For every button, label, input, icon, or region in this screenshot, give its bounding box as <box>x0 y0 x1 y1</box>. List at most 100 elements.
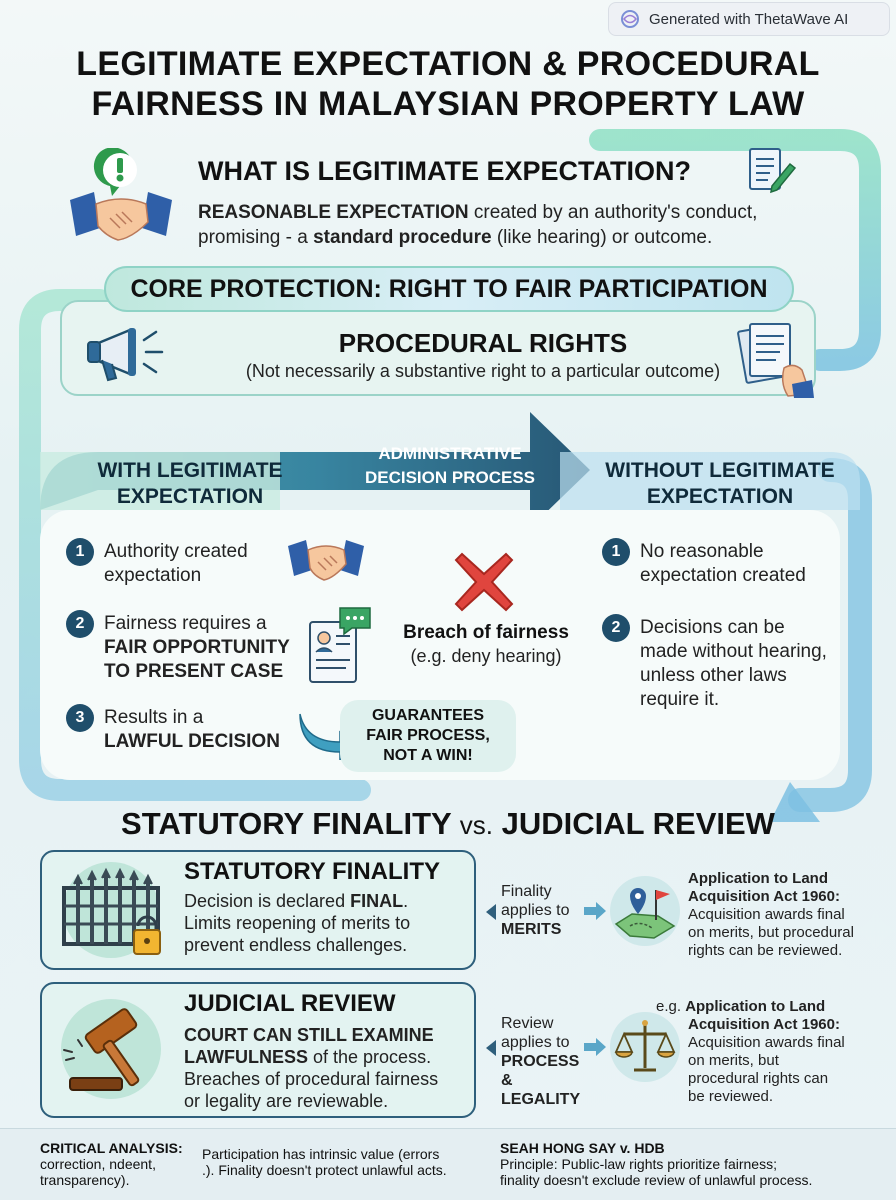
review-application: e.g. Application to Land Acquisition Act… <box>656 998 892 1106</box>
locked-gate-icon <box>62 862 161 958</box>
breach-title: Breach of fairness <box>403 622 569 643</box>
with-head-1: WITH LEGITIMATE <box>97 459 283 482</box>
procedural-rights-box <box>60 300 816 396</box>
handshake-icon <box>288 540 364 581</box>
right-arrow-icon <box>584 1038 606 1056</box>
guarantee-line-2: FAIR PROCESS, <box>366 727 490 744</box>
case-principle-1: Principle: Public-law rights prioritize … <box>500 1156 777 1172</box>
comparison-right: JUDICIAL REVIEW <box>501 806 775 841</box>
section-heading-what-is: WHAT IS LEGITIMATE EXPECTATION? <box>198 156 691 186</box>
step-number: 2 <box>66 610 94 638</box>
footer-bar <box>0 1128 896 1200</box>
case-principle-2: finality doesn't exclude review of unlaw… <box>500 1172 813 1188</box>
guarantee-line-3: NOT A WIN! <box>383 747 473 764</box>
with-item-2-line-3: TO PRESENT CASE <box>104 661 284 682</box>
review-app-3: procedural rights can <box>688 1070 829 1087</box>
review-app-2: on merits, but <box>688 1052 779 1069</box>
comparison-left: STATUTORY FINALITY <box>121 806 452 841</box>
finality-text: Decision is declared FINAL. Limits reope… <box>184 890 474 956</box>
core-protection-pill: CORE PROTECTION: RIGHT TO FAIR PARTICIPA… <box>104 266 794 312</box>
guarantee-line-1: GUARANTEES <box>371 707 484 724</box>
megaphone-icon <box>87 328 164 382</box>
finality-title: STATUTORY FINALITY <box>184 858 440 885</box>
finality-text-3: prevent endless challenges. <box>184 935 408 955</box>
without-item-1-line-1: No reasonable <box>640 541 764 562</box>
map-flag-icon <box>610 876 680 946</box>
critical-analysis-mid-1: Participation has intrinsic value (error… <box>202 1146 440 1162</box>
finality-text-end: . <box>403 891 409 911</box>
finality-mid-2: applies to <box>501 902 570 919</box>
review-text-4: or legality are reviewable. <box>184 1091 389 1111</box>
step-number: 1 <box>602 538 630 566</box>
scales-icon <box>610 1012 680 1082</box>
review-text-1: COURT CAN STILL EXAMINE <box>184 1025 434 1045</box>
with-item-2-line-2: FAIR OPPORTUNITY <box>104 637 290 658</box>
without-item-2-line-3: unless other laws <box>640 665 787 686</box>
left-pointer-icon <box>486 904 496 920</box>
comparison-heading: STATUTORY FINALITY vs. JUDICIAL REVIEW <box>0 806 896 842</box>
without-head-2: EXPECTATION <box>646 485 794 508</box>
critical-analysis-2: transparency). <box>40 1172 130 1188</box>
comparison-vs: vs. <box>459 810 494 840</box>
critical-analysis-label: CRITICAL ANALYSIS: <box>40 1140 183 1156</box>
admin-process-label: ADMINISTRATIVE DECISION PROCESS <box>330 442 570 490</box>
admin-label-2: DECISION PROCESS <box>364 468 536 487</box>
breach-subtitle: (e.g. deny hearing) <box>410 646 562 666</box>
admin-label-1: ADMINISTRATIVE <box>378 444 522 463</box>
step-number: 2 <box>602 614 630 642</box>
critical-analysis-mid-2: .). Finality doesn't protect unlawful ac… <box>202 1162 447 1178</box>
title-line-2: FAIRNESS IN MALAYSIAN PROPERTY LAW <box>91 85 805 123</box>
review-title: JUDICIAL REVIEW <box>184 990 396 1017</box>
review-text-3: Breaches of procedural fairness <box>184 1069 439 1089</box>
without-item-1-line-2: expectation created <box>640 565 806 586</box>
without-item-2-line-4: require it. <box>640 689 720 710</box>
case-title: SEAH HONG SAY v. HDB <box>500 1140 665 1156</box>
finality-text-bold: FINAL <box>350 891 404 911</box>
finality-mid-3: MERITS <box>501 921 562 938</box>
handshake-alert-icon <box>70 148 172 241</box>
badge-label: Generated with ThetaWave AI <box>649 10 849 28</box>
review-mid-3: PROCESS <box>501 1053 580 1070</box>
with-item-1-line-1: Authority created <box>104 541 248 562</box>
review-mid-4: & LEGALITY <box>501 1072 581 1108</box>
without-item-2-line-2: made without hearing, <box>640 641 827 662</box>
finality-app-2: on merits, but procedural <box>688 924 854 941</box>
step-number: 1 <box>66 538 94 566</box>
finality-text-2: Limits reopening of merits to <box>184 913 411 933</box>
with-item-1: 1 Authority created expectation <box>66 538 248 588</box>
without-item-1: 1 No reasonable expectation created <box>602 538 806 588</box>
case-reference: SEAH HONG SAY v. HDB Principle: Public-l… <box>500 1140 890 1188</box>
finality-mid-1: Finality <box>501 883 552 900</box>
finality-app-head-1: Application to Land <box>688 870 828 887</box>
review-app-head-1: Application to Land <box>685 998 826 1015</box>
step-number: 3 <box>66 704 94 732</box>
with-item-1-line-2: expectation <box>104 565 202 586</box>
documents-hand-icon <box>737 323 814 398</box>
without-item-2-line-1: Decisions can be <box>640 617 785 638</box>
review-app-1: Acquisition awards final <box>688 1034 845 1051</box>
without-head-1: WITHOUT LEGITIMATE <box>605 459 835 482</box>
with-item-3-line-2: LAWFUL DECISION <box>104 731 280 752</box>
finality-app-head-2: Acquisition Act 1960: <box>688 888 840 905</box>
definition-bold-2: standard procedure <box>313 227 492 248</box>
review-text-bold: LAWFULNESS <box>184 1047 308 1067</box>
finality-app-3: rights can be reviewed. <box>688 942 843 959</box>
with-expectation-heading: WITH LEGITIMATE EXPECTATION <box>60 458 320 510</box>
document-pen-icon <box>749 148 797 194</box>
without-item-2: 2 Decisions can be made without hearing,… <box>602 614 827 712</box>
review-mid-2: applies to <box>501 1034 570 1051</box>
finality-text-1: Decision is declared <box>184 891 351 911</box>
procedural-rights-subtitle: (Not necessarily a substantive right to … <box>245 361 721 381</box>
without-expectation-heading: WITHOUT LEGITIMATE EXPECTATION <box>580 458 860 510</box>
definition-pre-2: promising - a <box>198 227 314 248</box>
definition-rest-2: (like hearing) or outcome. <box>491 227 713 248</box>
left-pointer-icon <box>486 1040 496 1056</box>
review-text: COURT CAN STILL EXAMINE LAWFULNESS of th… <box>184 1024 474 1112</box>
critical-analysis-detail: Participation has intrinsic value (error… <box>202 1146 502 1178</box>
generated-badge: Generated with ThetaWave AI <box>608 2 890 36</box>
guarantee-callout: GUARANTEES FAIR PROCESS, NOT A WIN! <box>340 700 516 772</box>
finality-application: Application to Land Acquisition Act 1960… <box>688 870 888 960</box>
title-line-1: LEGITIMATE EXPECTATION & PROCEDURAL <box>76 45 820 83</box>
